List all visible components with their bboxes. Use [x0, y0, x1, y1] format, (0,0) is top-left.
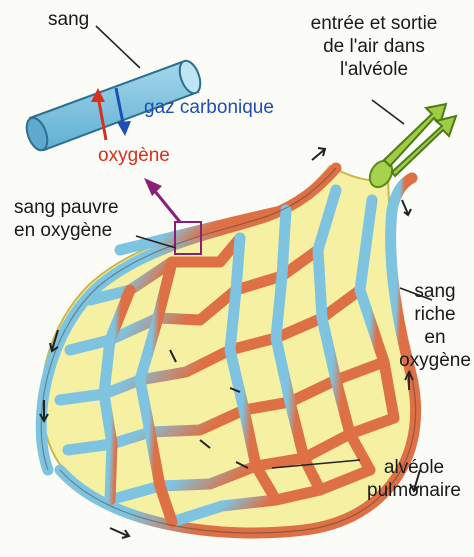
blood-flow-arrows	[39, 147, 421, 539]
o2-co2-arrows	[91, 87, 131, 141]
label-oxygene: oxygène	[98, 145, 170, 166]
label-air-line-2: de l'air dans	[323, 36, 425, 57]
label-alveole-line-1: alvéole	[383, 457, 445, 478]
label-alveole-pulmonaire: alvéole pulmonaire	[360, 456, 468, 502]
label-pauvre-line-2: en oxygène	[14, 220, 113, 241]
capillary-network	[35, 162, 422, 539]
label-riche-line-4: oxygène	[399, 350, 471, 371]
label-gaz-carbonique: gaz carbonique	[144, 97, 274, 118]
label-pauvre-line-1: sang pauvre	[14, 197, 119, 218]
label-sang-pauvre: sang pauvre en oxygène	[14, 196, 119, 242]
label-air-line-3: l'alvéole	[339, 59, 409, 80]
label-alveole-line-2: pulmonaire	[367, 480, 461, 501]
label-air-line-1: entrée et sortie	[310, 13, 438, 34]
label-riche-line-2: riche	[414, 304, 456, 325]
leader-lines	[95, 25, 433, 469]
gas-exchange-marker	[144, 178, 202, 255]
air-arrows	[382, 102, 458, 178]
label-sang-vessel: sang	[48, 9, 90, 30]
label-riche-line-3: en	[424, 327, 446, 348]
blood-vessel	[25, 59, 202, 152]
label-sang-riche: sang riche en oxygène	[396, 280, 474, 372]
label-air-entry: entrée et sortie de l'air dans l'alvéole	[288, 12, 460, 81]
label-riche-line-1: sang	[414, 281, 456, 302]
